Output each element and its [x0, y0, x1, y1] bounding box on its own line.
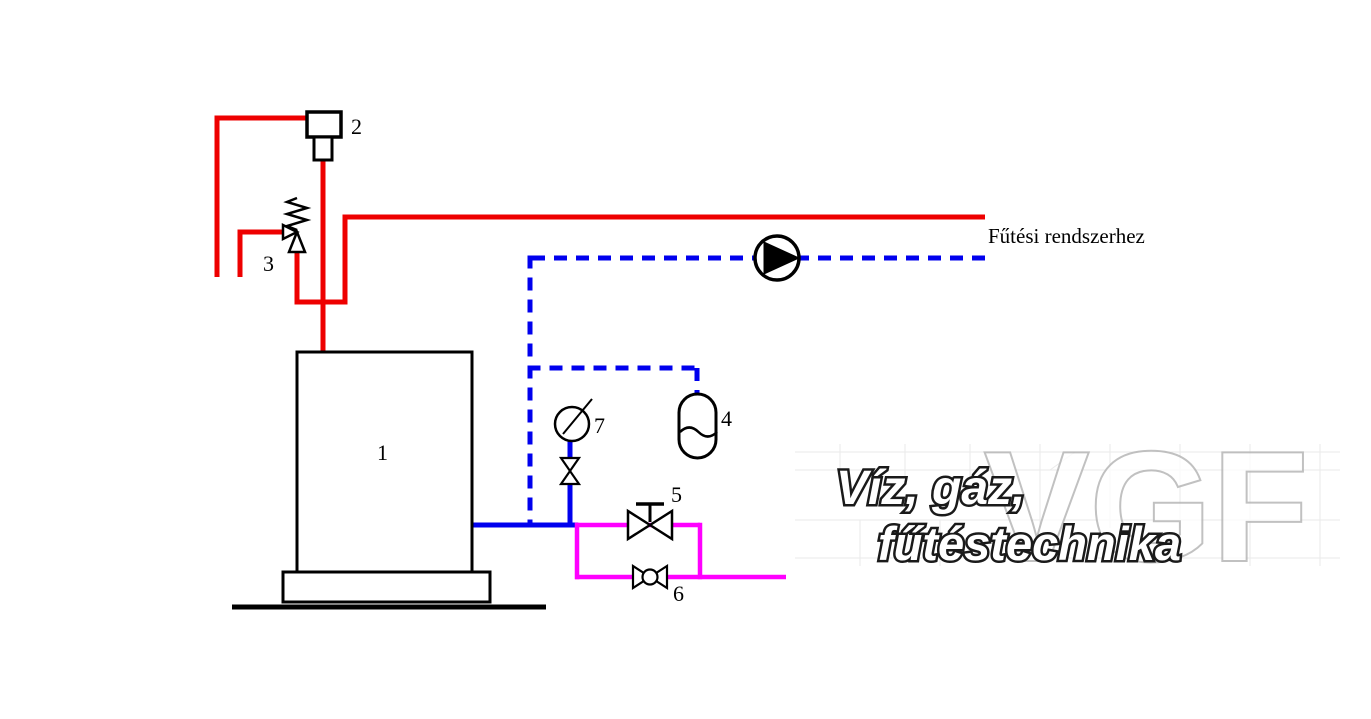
supply-pipes [214, 115, 985, 354]
watermark: VGF Víz, gáz, fűtéstechnika [834, 418, 1310, 595]
pressure-gauge [553, 398, 593, 486]
air-vent-stem [312, 135, 334, 162]
air-vent [305, 110, 343, 162]
heating-system-annotation: Fűtési rendszerhez [988, 224, 1145, 248]
bypass-valve [631, 563, 669, 591]
boiler-body [295, 350, 474, 574]
safety-valve [281, 196, 312, 254]
background-blueprint [795, 444, 1340, 566]
watermark-slogan-line1: Víz, gáz, [836, 462, 1025, 515]
safety-valve-spring [282, 196, 312, 232]
labels: 1 2 3 4 5 6 7 Fűtési rendszerhez [263, 114, 1145, 606]
gauge-needle [562, 398, 593, 435]
bypass-valve-ball [641, 568, 659, 586]
shutoff-valve [626, 502, 674, 542]
label-bypass-valve: 6 [673, 581, 684, 606]
gauge-valve-lower [558, 469, 582, 486]
boiler-base [281, 570, 492, 604]
valve-body-right [647, 508, 674, 542]
label-boiler: 1 [377, 440, 388, 465]
bypass-pipes [574, 522, 786, 580]
safety-valve-body-outlet [281, 222, 300, 242]
watermark-slogan-line2: fűtéstechnika [878, 517, 1181, 570]
watermark-monogram: VGF [985, 420, 1310, 593]
label-safety-valve: 3 [263, 251, 274, 276]
air-vent-cap [305, 110, 343, 139]
boiler [232, 350, 546, 610]
expansion-tank-level-line [679, 426, 718, 438]
return-pipes-solid [471, 440, 578, 528]
expansion-tank [677, 392, 718, 460]
label-expansion-tank: 4 [721, 406, 732, 431]
circulation-pump [753, 234, 801, 282]
safety-valve-body-vertical [287, 228, 307, 254]
label-pressure-gauge: 7 [594, 413, 605, 438]
pump-impeller-icon [763, 241, 801, 275]
gauge-valve-upper [558, 456, 582, 473]
label-air-vent: 2 [351, 114, 362, 139]
valve-body-left [626, 508, 653, 542]
expansion-tank-shell [677, 392, 718, 460]
label-shutoff-valve: 5 [671, 482, 682, 507]
